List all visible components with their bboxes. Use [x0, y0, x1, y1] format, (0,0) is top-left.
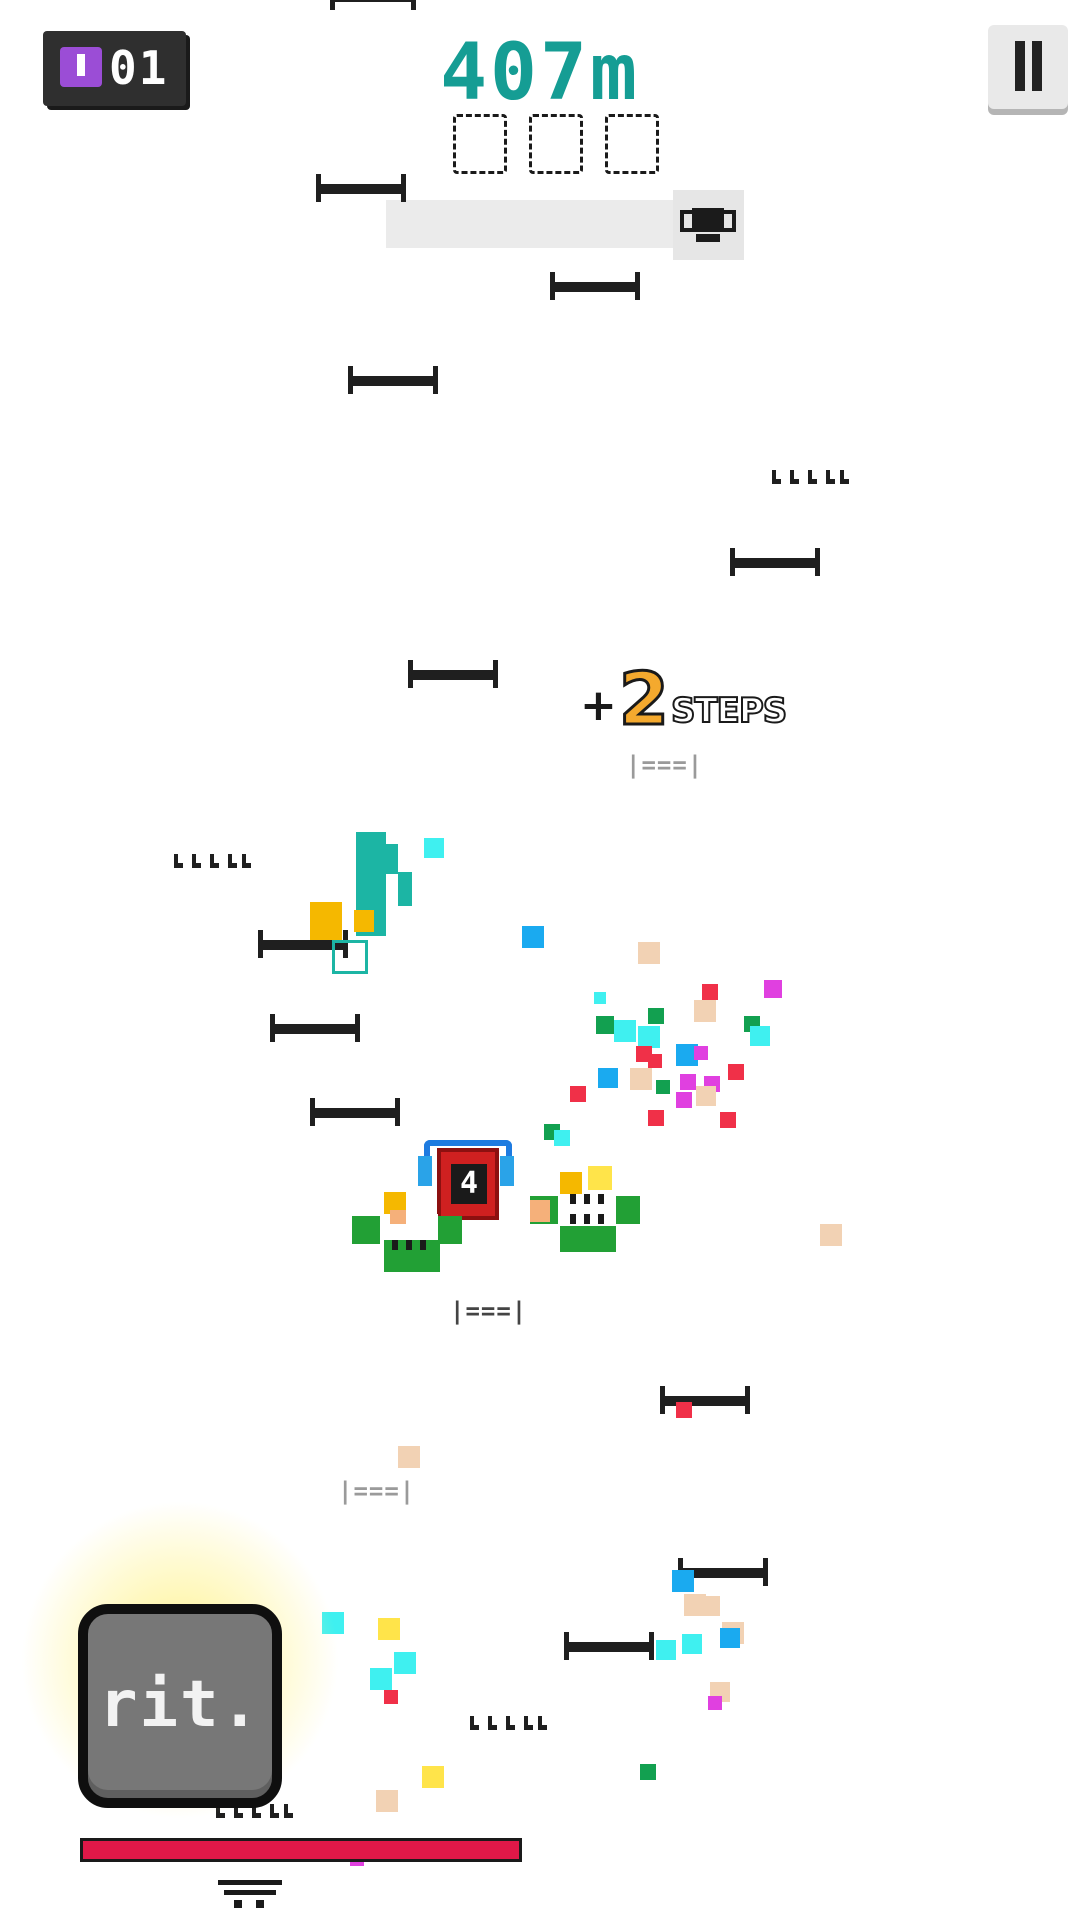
- collectible-slot: [529, 114, 583, 174]
- collectible-slots: [453, 114, 659, 174]
- ghost-platform: |===|: [338, 1477, 416, 1505]
- coin-count: 01: [109, 41, 169, 95]
- platform: [564, 1632, 654, 1660]
- pause-icon: [1032, 41, 1042, 91]
- platform: [270, 1014, 360, 1042]
- steps-plus: +: [580, 680, 617, 731]
- trophy-icon-part: [724, 210, 736, 232]
- trophy-icon-part: [692, 208, 724, 232]
- number-crate: 4: [437, 1148, 499, 1220]
- crumbling-platform: [772, 466, 849, 484]
- platform: [408, 660, 498, 688]
- platform: [258, 930, 348, 958]
- trophy-icon-part: [696, 234, 720, 242]
- skill-label: rit.: [98, 1668, 262, 1742]
- platform: [348, 366, 438, 394]
- coin-icon: [60, 47, 102, 87]
- ghost-platform: |===|: [626, 751, 704, 779]
- crumbling-platform: [174, 850, 251, 868]
- platform: [316, 174, 406, 202]
- best-score-bar: [386, 200, 674, 248]
- platform: [330, 0, 416, 10]
- steps-word: STEPS: [670, 690, 788, 732]
- crate-number: 4: [451, 1164, 487, 1204]
- platform: [660, 1386, 750, 1414]
- collectible-slot: [605, 114, 659, 174]
- steps-number: 2: [617, 657, 670, 741]
- bottom-platform-marker: [218, 1880, 282, 1910]
- skill-button[interactable]: rit.: [78, 1604, 282, 1808]
- ghost-platform: |===|: [450, 1297, 528, 1325]
- energy-bar: [80, 1838, 522, 1862]
- pause-button[interactable]: [988, 25, 1068, 109]
- distance-readout: 407m: [440, 28, 640, 118]
- trophy-icon: [673, 190, 744, 260]
- platform: [550, 272, 640, 300]
- collectible-slot: [453, 114, 507, 174]
- pause-icon: [1015, 41, 1025, 91]
- platform: [730, 548, 820, 576]
- coin-counter: 01: [43, 31, 186, 106]
- crumbling-platform: [470, 1712, 547, 1730]
- trophy-icon-part: [680, 210, 692, 232]
- steps-bonus-popup: + 2 STEPS: [580, 657, 788, 741]
- energy-bar-fill: [83, 1841, 519, 1859]
- platform: [310, 1098, 400, 1126]
